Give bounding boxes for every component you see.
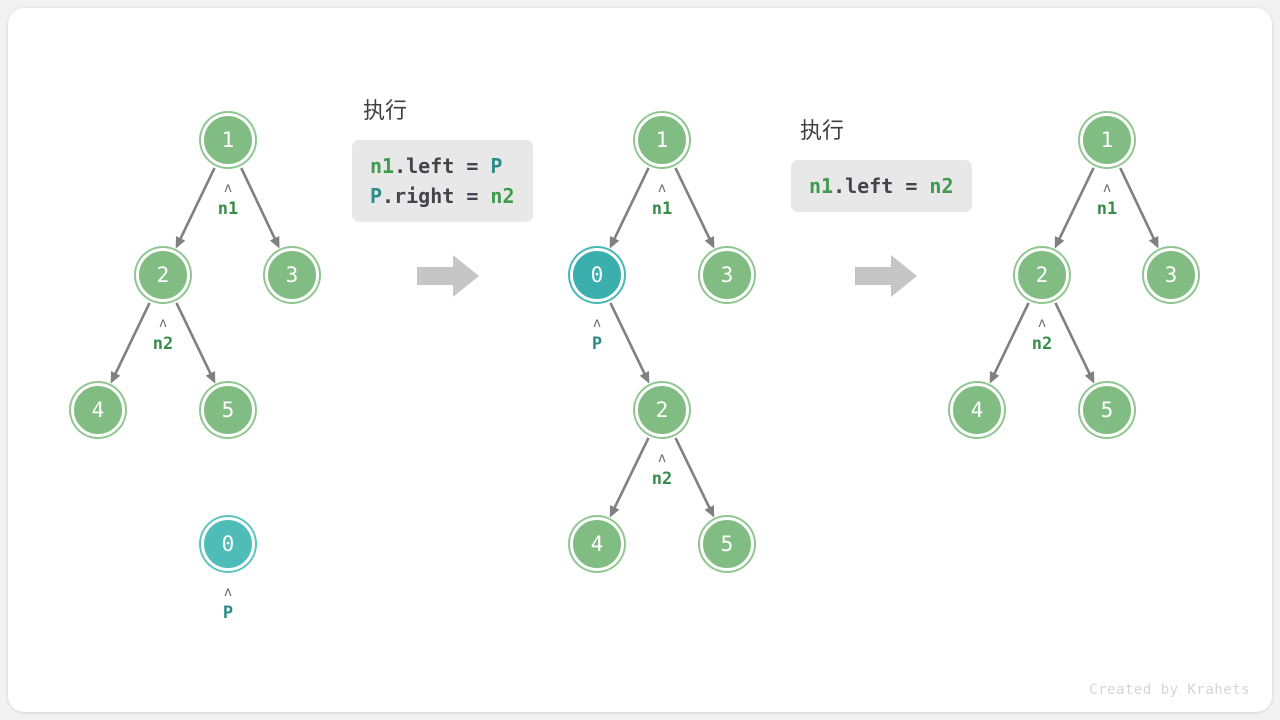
caret-icon: ʌ (1103, 181, 1111, 196)
caret-icon: ʌ (658, 451, 666, 466)
tree-node: 4 (570, 517, 624, 571)
code-line: P.right = n2 (370, 181, 515, 211)
tree-node: 4 (71, 383, 125, 437)
pointer-label: n1 (1096, 199, 1118, 219)
tree-edge (1119, 167, 1159, 249)
code-token: .right = (382, 184, 491, 208)
tree-node: 1 (1080, 113, 1134, 167)
tree-node: 3 (700, 248, 754, 302)
code-token: P (370, 184, 383, 208)
caret-icon: ʌ (658, 181, 666, 196)
tree-edge (609, 302, 650, 384)
pointer-label: P (222, 603, 234, 623)
tree-edge (674, 437, 715, 518)
tree-node: 3 (1144, 248, 1198, 302)
tree-node: 5 (201, 383, 255, 437)
tree-node: 5 (700, 517, 754, 571)
code-token: .left = (833, 174, 930, 198)
tree-edge (1054, 302, 1095, 384)
pointer-annotation: ʌ n1 (1096, 181, 1118, 219)
transition-arrow-icon (417, 255, 479, 297)
code-line: n1.left = P (370, 151, 515, 181)
caret-icon: ʌ (159, 316, 167, 331)
caret-icon: ʌ (1038, 316, 1046, 331)
pointer-annotation: ʌ n1 (651, 181, 673, 219)
tree-edge (989, 302, 1030, 384)
tree-edge (1054, 167, 1095, 249)
pointer-annotation: ʌ n2 (651, 451, 673, 489)
tree-node: 1 (201, 113, 255, 167)
caret-icon: ʌ (224, 585, 232, 600)
code-token: .left = (394, 154, 491, 178)
pointer-annotation: ʌ n2 (152, 316, 174, 354)
watermark: Created by Krahets (1089, 682, 1250, 698)
tree-edge (609, 167, 650, 249)
code-line: n1.left = n2 (809, 171, 954, 201)
code-token: n2 (490, 184, 515, 208)
tree-edge (175, 167, 216, 249)
pointer-label: P (591, 334, 603, 354)
tree-node: 5 (1080, 383, 1134, 437)
code-token: P (490, 154, 503, 178)
tree-node: 2 (635, 383, 689, 437)
tree-edge (609, 437, 650, 518)
pointer-label: n2 (651, 469, 673, 489)
tree-node: 3 (265, 248, 319, 302)
caret-icon: ʌ (224, 181, 232, 196)
pointer-label: n2 (1031, 334, 1053, 354)
tree-node: 4 (950, 383, 1004, 437)
pointer-annotation: ʌ n2 (1031, 316, 1053, 354)
tree-node: 1 (635, 113, 689, 167)
tree-edge (110, 302, 151, 384)
caret-icon: ʌ (593, 316, 601, 331)
tree-edge (674, 167, 715, 249)
tree-node: 0 (570, 248, 624, 302)
pointer-label: n1 (217, 199, 239, 219)
code-token: n2 (929, 174, 954, 198)
pointer-label: n2 (152, 334, 174, 354)
step-caption: 执行 (363, 99, 408, 124)
code-token: n1 (370, 154, 395, 178)
transition-arrow-icon (855, 255, 917, 297)
step-caption: 执行 (800, 119, 845, 144)
tree-edge (175, 302, 216, 384)
tree-node: 2 (136, 248, 190, 302)
tree-node: 2 (1015, 248, 1069, 302)
pointer-annotation: ʌ n1 (217, 181, 239, 219)
pointer-label: n1 (651, 199, 673, 219)
tree-node: 0 (201, 517, 255, 571)
tree-edge (240, 167, 280, 249)
code-token: n1 (809, 174, 834, 198)
code-snippet: n1.left = n2 (791, 160, 972, 212)
